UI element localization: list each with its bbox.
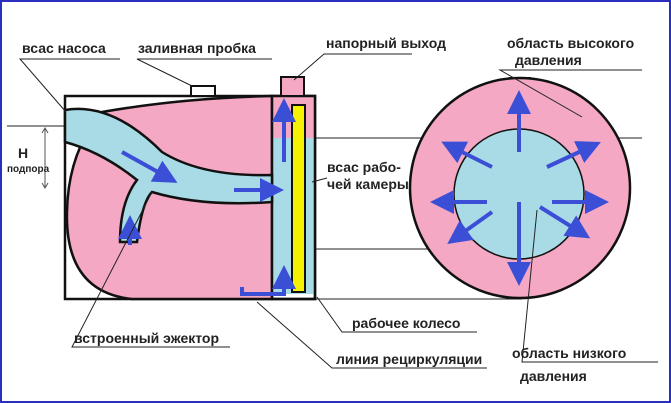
label-high-pressure-1: область высокого: [507, 35, 635, 51]
label-built-in-ejector: встроенный эжектор: [74, 330, 220, 346]
label-filler-plug: заливная пробка: [138, 40, 256, 56]
label-recirculation-line: линия рециркуляции: [336, 351, 483, 367]
label-head-h: H: [18, 145, 29, 161]
label-chamber-suction-1: всас рабо-: [327, 159, 401, 175]
label-pump-suction: всас насоса: [22, 40, 106, 56]
head-dimension: [41, 127, 49, 189]
filler-plug: [190, 85, 216, 97]
label-pressure-outlet: напорный выход: [326, 35, 446, 51]
flow-arrows: [118, 98, 296, 296]
label-low-pressure-1: область низкого: [512, 345, 627, 361]
pressure-outlet-pipe: [280, 76, 305, 97]
impeller-blade: [291, 104, 306, 293]
label-impeller: рабочее колесо: [352, 315, 461, 331]
label-chamber-suction-2: чей камеры: [327, 176, 409, 192]
leader-lines: [18, 53, 658, 369]
label-low-pressure-2: давления: [520, 368, 587, 384]
label-high-pressure-2: давления: [515, 52, 582, 68]
label-head-sub: подпора: [7, 164, 50, 175]
radial-arrows: [430, 90, 609, 286]
